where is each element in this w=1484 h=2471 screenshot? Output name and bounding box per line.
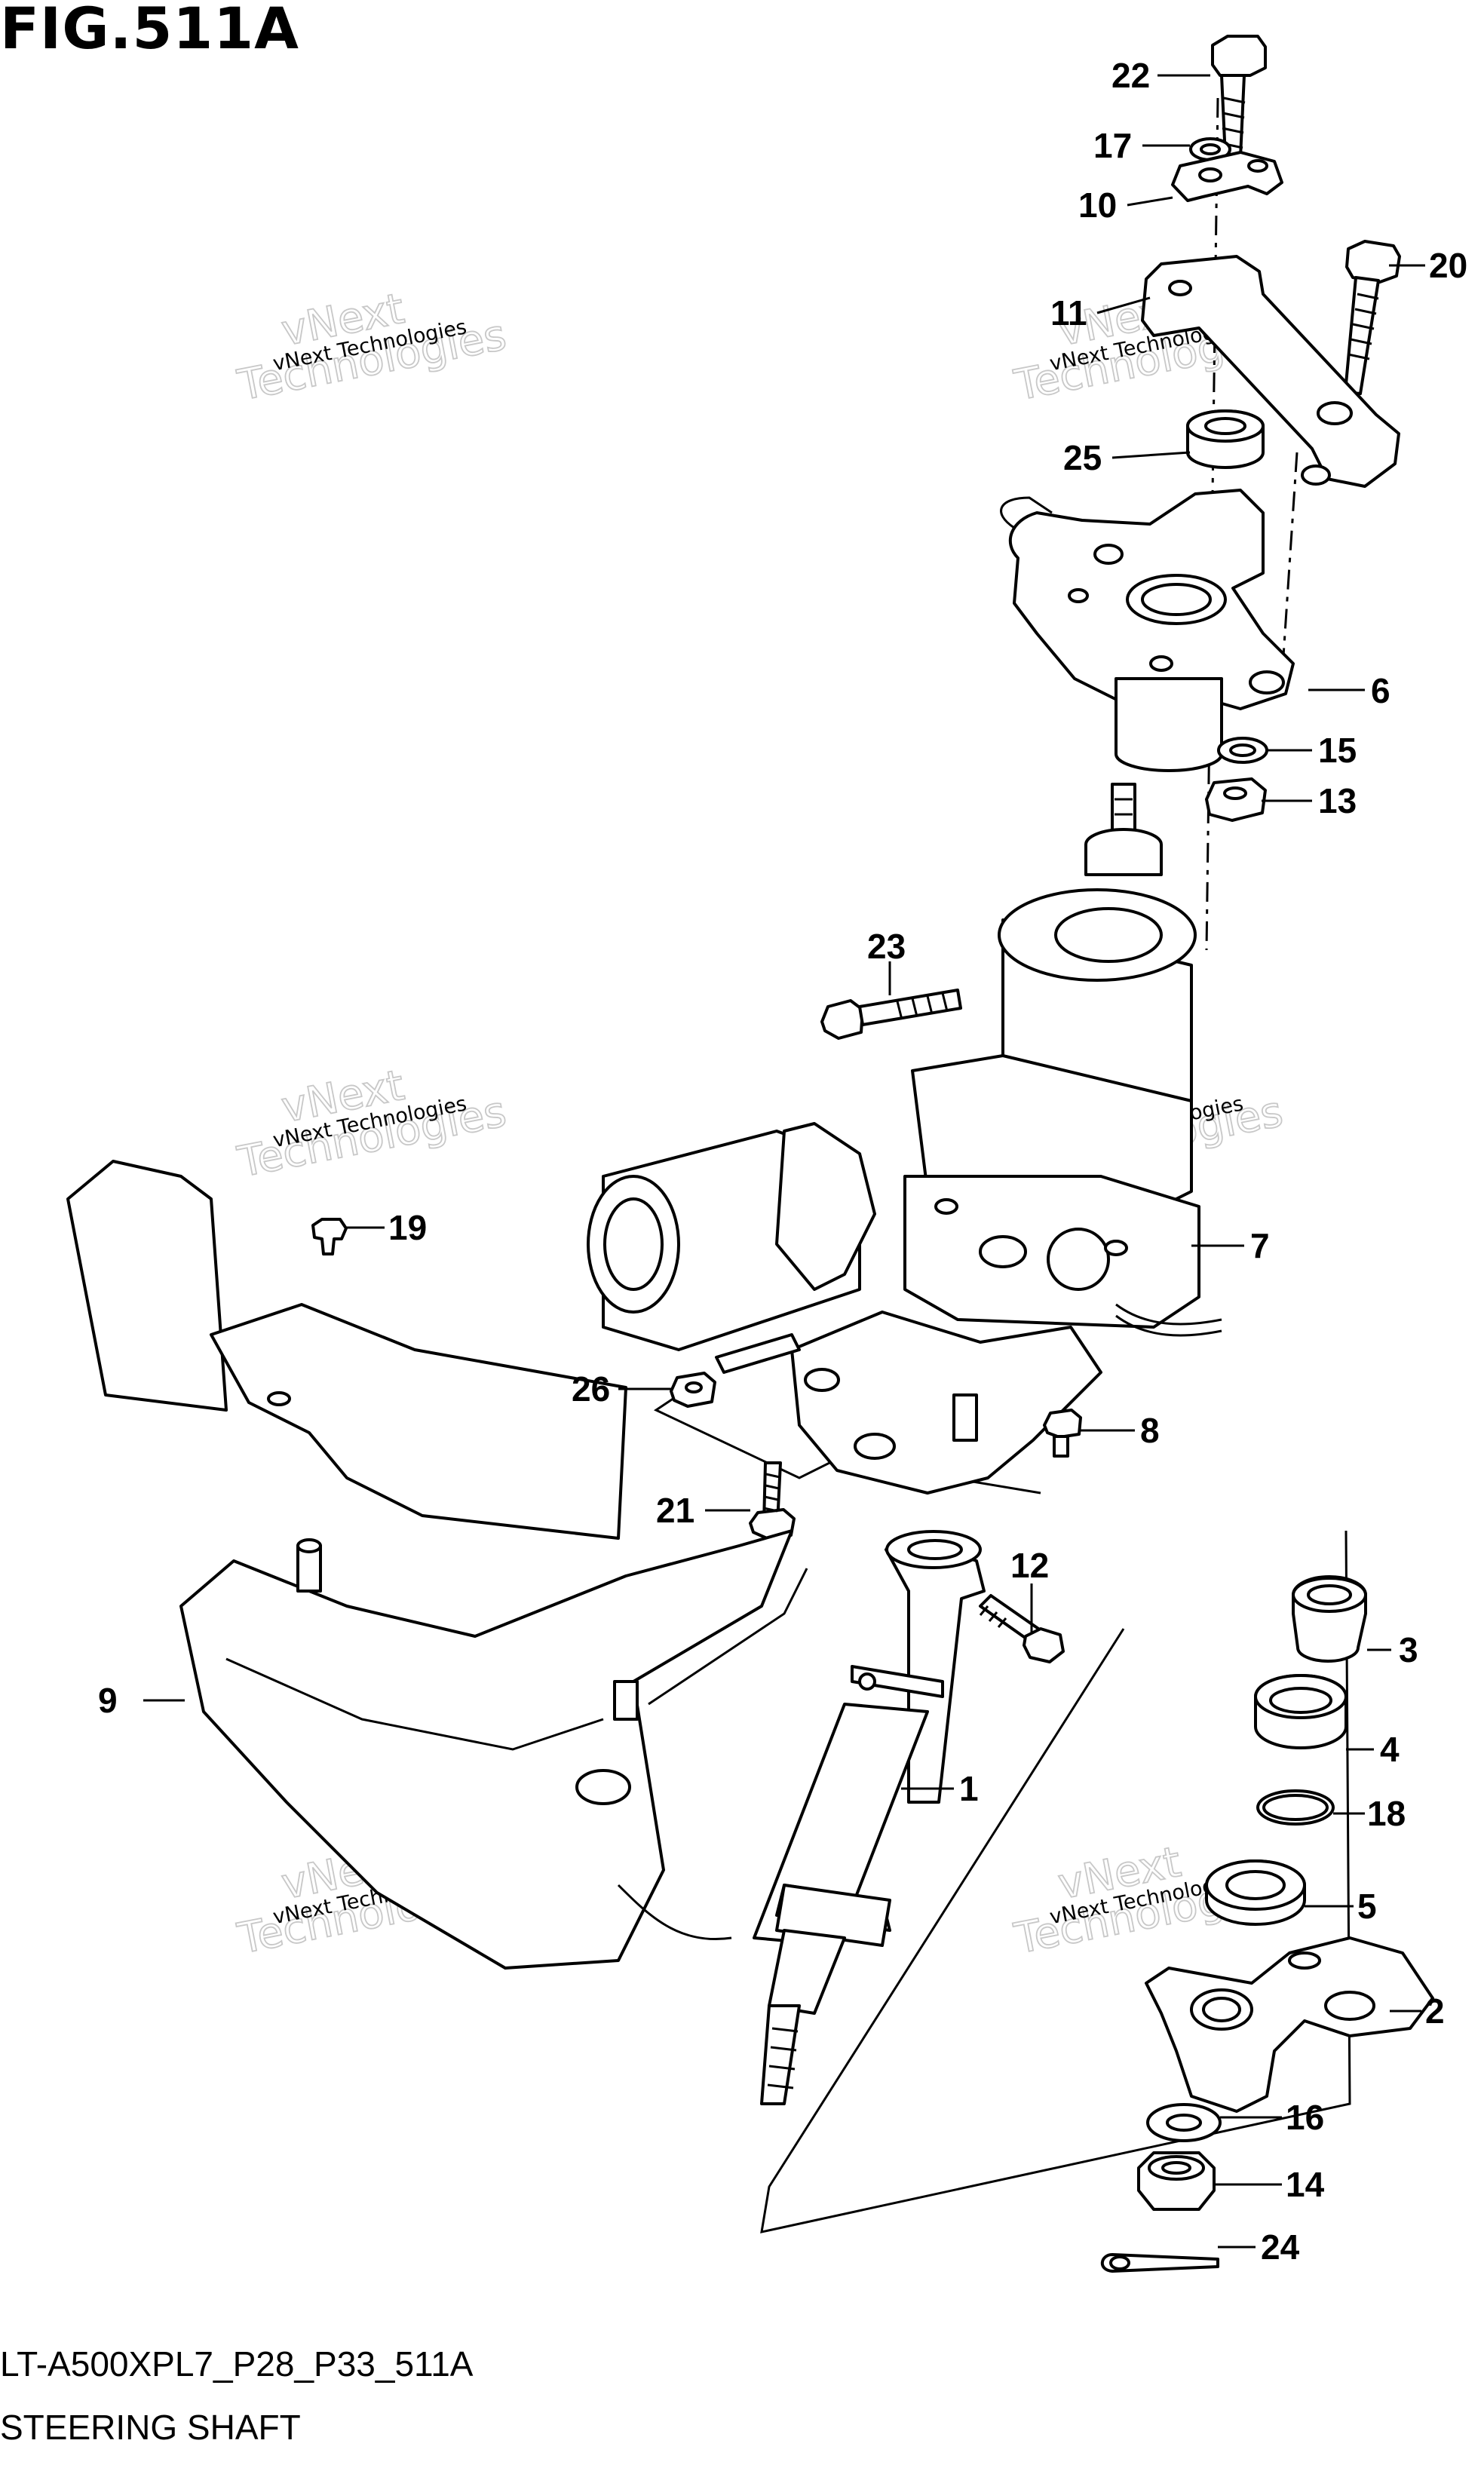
part-5-seal[interactable] bbox=[1205, 1859, 1306, 1926]
callout-14: 14 bbox=[1286, 2165, 1325, 2204]
part-13-nut[interactable] bbox=[1205, 777, 1267, 822]
callout-19: 19 bbox=[388, 1208, 427, 1247]
callout-11: 11 bbox=[1050, 293, 1087, 333]
part-15-washer[interactable] bbox=[1217, 737, 1268, 764]
callout-10: 10 bbox=[1078, 185, 1117, 225]
callout-5: 5 bbox=[1357, 1887, 1377, 1926]
part-19-clip[interactable] bbox=[311, 1218, 348, 1255]
callout-3: 3 bbox=[1399, 1630, 1418, 1669]
callout-4: 4 bbox=[1380, 1730, 1400, 1769]
callout-21: 21 bbox=[656, 1491, 694, 1530]
callout-6: 6 bbox=[1371, 671, 1390, 710]
callout-17: 17 bbox=[1093, 126, 1132, 165]
part-24-cotter-pin[interactable] bbox=[1100, 2253, 1219, 2273]
part-23-bolt[interactable] bbox=[820, 989, 962, 1040]
figure-title: FIG.511A bbox=[0, 0, 299, 62]
callout-9: 9 bbox=[98, 1681, 118, 1720]
leader-lines bbox=[143, 74, 1425, 2249]
part-4-seal[interactable] bbox=[1254, 1674, 1348, 1749]
callout-26: 26 bbox=[572, 1369, 610, 1409]
part-17-washer[interactable] bbox=[1189, 137, 1231, 161]
callout-12: 12 bbox=[1010, 1546, 1049, 1585]
callout-18: 18 bbox=[1367, 1794, 1406, 1833]
callout-25: 25 bbox=[1063, 438, 1102, 477]
part-16-washer[interactable] bbox=[1146, 2103, 1222, 2142]
callout-15: 15 bbox=[1318, 731, 1357, 770]
part-10-upper-clamp[interactable] bbox=[1171, 151, 1283, 202]
figure-name: STEERING SHAFT bbox=[0, 2408, 301, 2447]
part-11-lower-clamp[interactable] bbox=[1141, 255, 1400, 488]
callout-22: 22 bbox=[1111, 56, 1150, 95]
part-9-cover[interactable] bbox=[66, 1160, 808, 1970]
part-21-bolt[interactable] bbox=[749, 1461, 796, 1540]
callout-7: 7 bbox=[1250, 1226, 1270, 1265]
callout-2: 2 bbox=[1425, 1991, 1445, 2031]
callout-24: 24 bbox=[1261, 2227, 1300, 2267]
part-20-bolt[interactable] bbox=[1344, 240, 1401, 395]
part-3-bushing[interactable] bbox=[1292, 1575, 1367, 1663]
part-1-steering-shaft[interactable] bbox=[753, 1530, 986, 2105]
callout-16: 16 bbox=[1286, 2098, 1324, 2137]
part-8-bolt[interactable] bbox=[1043, 1409, 1082, 1458]
part-25-bushing[interactable] bbox=[1186, 409, 1265, 469]
part-14-castle-nut[interactable] bbox=[1137, 2151, 1216, 2211]
part-12-bolt[interactable] bbox=[979, 1594, 1065, 1663]
part-18-o-ring[interactable] bbox=[1256, 1789, 1335, 1826]
callout-labels: 22 17 10 20 11 25 6 15 13 23 19 7 26 8 2… bbox=[98, 56, 1467, 2267]
figure-code: LT-A500XPL7_P28_P33_511A bbox=[0, 2344, 474, 2384]
callout-1: 1 bbox=[959, 1769, 979, 1808]
part-26-nut[interactable] bbox=[670, 1372, 716, 1408]
part-6-shaft-holder[interactable] bbox=[1000, 489, 1295, 772]
callout-8: 8 bbox=[1140, 1411, 1160, 1450]
callout-13: 13 bbox=[1318, 781, 1357, 820]
callout-23: 23 bbox=[867, 927, 906, 966]
part-2-pitman-arm[interactable] bbox=[1145, 1936, 1434, 2113]
callout-20: 20 bbox=[1429, 246, 1467, 285]
part-7-eps-unit[interactable] bbox=[587, 783, 1222, 1495]
